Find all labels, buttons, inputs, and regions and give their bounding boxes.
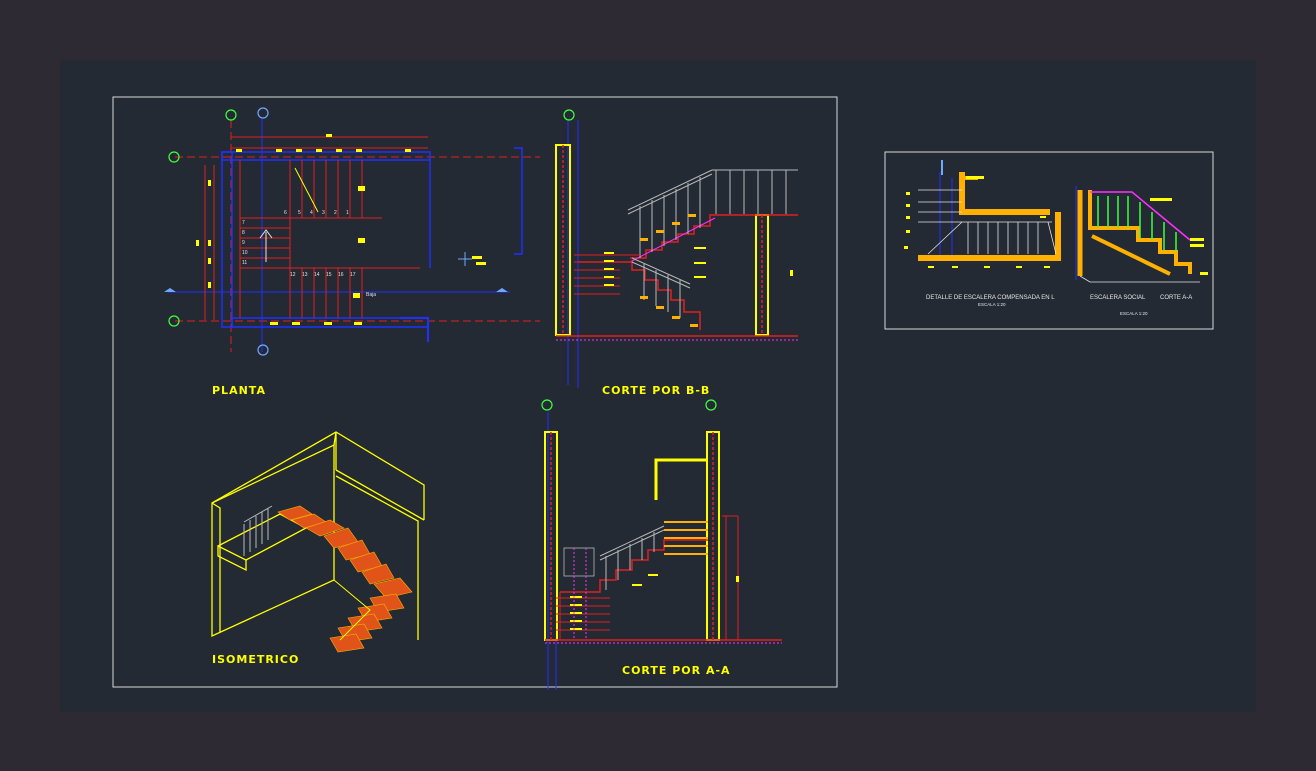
step-num: 2 — [334, 210, 337, 216]
section-bb-title: CORTE POR B-B — [602, 384, 710, 397]
step-num: 16 — [338, 272, 344, 278]
plan-tag: Baja — [366, 292, 376, 298]
plan-view: 7 8 9 10 11 6 5 4 3 2 1 12 13 14 15 16 1… — [164, 107, 540, 397]
step-num: 15 — [326, 272, 332, 278]
step-num: 1 — [346, 210, 349, 216]
section-bb-view: CORTE POR B-B — [555, 109, 798, 397]
step-num: 7 — [242, 220, 245, 226]
step-num: 3 — [322, 210, 325, 216]
isometric-title: ISOMETRICO — [212, 653, 299, 666]
plan-step-numbers: 7 8 9 10 11 6 5 4 3 2 1 12 13 14 15 16 1… — [242, 210, 356, 278]
step-num: 6 — [284, 210, 287, 216]
step-num: 5 — [298, 210, 301, 216]
step-num: 13 — [302, 272, 308, 278]
detail-caption-right: CORTE A-A — [1160, 295, 1192, 301]
step-num: 14 — [314, 272, 320, 278]
plan-title: PLANTA — [212, 384, 266, 397]
detail-sheet-frame — [884, 151, 1214, 330]
detail-scale-left: ESCALA 1:20 — [978, 302, 1006, 307]
step-num: 17 — [350, 272, 356, 278]
detail-caption-left: DETALLE DE ESCALERA COMPENSADA EN L — [926, 295, 1055, 301]
step-num: 9 — [242, 240, 245, 246]
step-num: 8 — [242, 230, 245, 236]
main-sheet-frame — [112, 96, 838, 688]
detail-scale-right: ESCALA 1:20 — [1120, 311, 1148, 316]
step-num: 4 — [310, 210, 313, 216]
step-num: 10 — [242, 250, 248, 256]
cad-viewport[interactable] — [60, 60, 1256, 712]
section-aa-title: CORTE POR A-A — [622, 664, 731, 677]
detail-caption-mid: ESCALERA SOCIAL — [1090, 295, 1146, 301]
step-num: 12 — [290, 272, 296, 278]
section-aa-view: CORTE POR A-A — [541, 399, 782, 690]
detail-sheet: DETALLE DE ESCALERA COMPENSADA EN L ESCA… — [904, 160, 1208, 316]
step-num: 11 — [242, 260, 247, 266]
isometric-view: ISOMETRICO — [211, 431, 425, 666]
